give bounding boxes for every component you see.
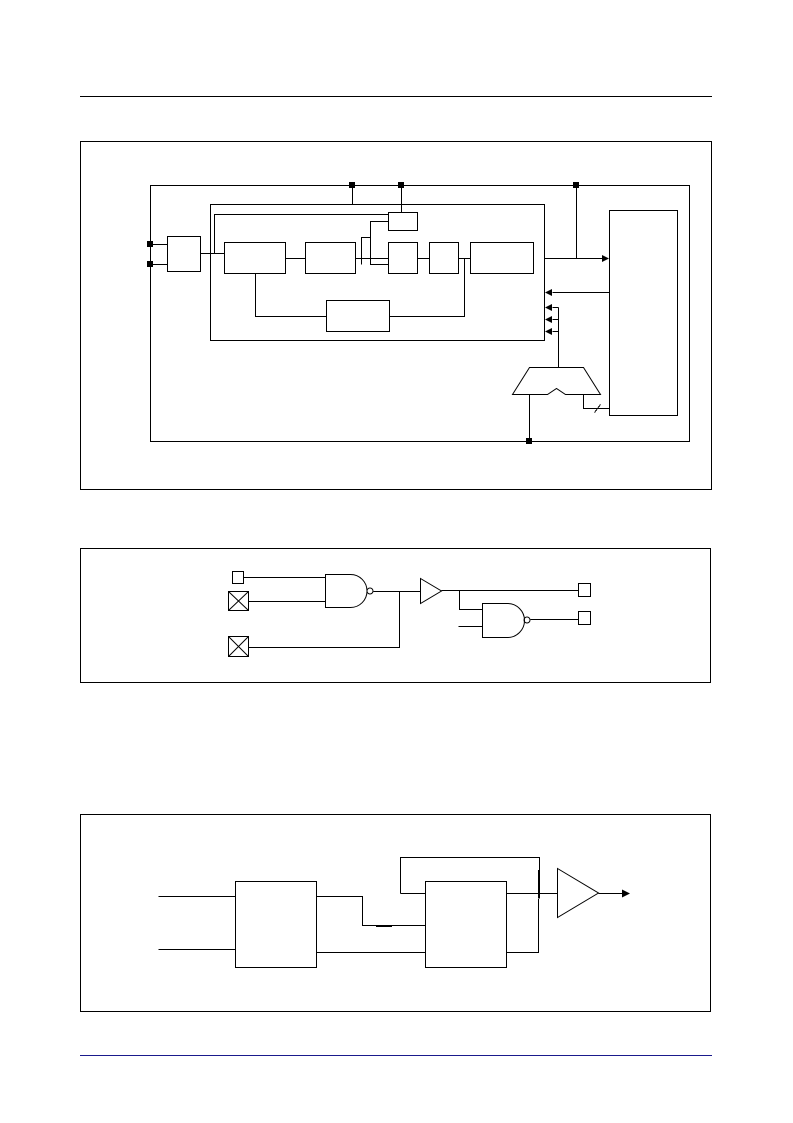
node-square-icon — [147, 261, 153, 267]
block-4 — [429, 242, 459, 274]
footer-rule — [80, 1055, 712, 1056]
inversion-bubble — [523, 616, 531, 624]
block-3 — [388, 242, 418, 274]
wires — [150, 185, 610, 442]
feedback-block — [326, 300, 390, 332]
top-small-block — [388, 212, 418, 231]
arrow-left-icon — [545, 304, 552, 311]
figure-frame — [80, 814, 711, 1012]
block-1 — [224, 242, 286, 274]
figure-signal-path-diagram — [80, 814, 711, 1012]
figure-frame — [80, 141, 712, 490]
node-square-icon — [573, 182, 579, 188]
nand-gate-2 — [482, 603, 525, 638]
output-pad — [578, 583, 591, 597]
wires — [158, 857, 623, 953]
arrow-left-icon — [545, 316, 552, 323]
arrow-left-icon — [545, 328, 552, 335]
outer-boundary — [150, 185, 690, 442]
left-block — [235, 881, 317, 968]
node-square-icon — [349, 182, 355, 188]
figure-logic-gate-schematic — [80, 548, 711, 683]
arrow-left-icon — [545, 289, 552, 296]
node-square-icon — [398, 182, 404, 188]
crossed-pad-icon — [228, 636, 249, 657]
mux-shape — [511, 367, 602, 395]
bus-mark — [376, 870, 540, 927]
arrowheads — [545, 255, 609, 335]
input-block — [167, 236, 201, 272]
input-pad — [232, 571, 244, 584]
buffer-triangle — [420, 577, 443, 605]
connection-nodes — [147, 182, 579, 444]
block-2 — [305, 242, 356, 274]
arrow-right-icon — [602, 255, 609, 262]
figure-block-diagram — [80, 141, 712, 490]
node-square-icon — [526, 438, 532, 444]
output-buffer-triangle — [557, 867, 600, 919]
right-block — [425, 881, 507, 968]
output-pad — [578, 611, 591, 625]
right-block — [609, 210, 678, 416]
inner-module — [210, 204, 545, 341]
header-rule — [80, 96, 712, 97]
inversion-bubble — [366, 587, 374, 595]
arrow-right-icon — [622, 889, 630, 898]
figure-frame — [80, 548, 711, 683]
nand-gate-1 — [325, 574, 368, 608]
block-5 — [470, 242, 534, 274]
node-square-icon — [147, 241, 153, 247]
wires — [243, 577, 579, 648]
crossed-pad-icon — [228, 591, 249, 611]
